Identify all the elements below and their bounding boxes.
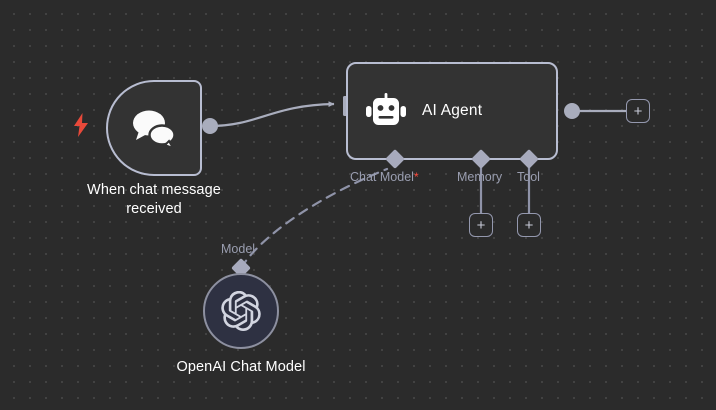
edge-trigger-to-agent [209,101,335,128]
node-openai-chat-model[interactable] [203,273,279,349]
node-ai-agent[interactable]: AI Agent [346,62,558,160]
required-marker-chat-model: * [413,170,419,184]
trigger-output-port[interactable] [202,118,218,134]
add-tool-button[interactable]: + [517,213,541,237]
port-label-chat-model-text: Chat Model [350,170,414,184]
robot-icon [366,93,406,125]
chat-bubbles-icon [133,110,176,150]
plus-icon: + [524,216,534,234]
port-label-tool: Tool [517,170,540,184]
port-label-model: Model [221,242,256,256]
port-label-memory: Memory [457,170,503,184]
node-chat-trigger[interactable] [106,80,202,176]
agent-output-port[interactable] [564,103,580,119]
node-label-ai-agent: AI Agent [422,102,483,119]
add-node-after-agent-button[interactable]: + [626,99,650,123]
plus-icon: + [476,216,486,234]
plus-icon: + [633,102,643,120]
add-memory-button[interactable]: + [469,213,493,237]
node-label-openai-chat-model: OpenAI Chat Model [176,359,306,375]
port-label-chat-model: Chat Model* [350,170,419,184]
node-label-chat-trigger: When chat message received [87,182,221,217]
lightning-bolt-icon [74,113,88,137]
openai-logo-icon [221,291,261,331]
